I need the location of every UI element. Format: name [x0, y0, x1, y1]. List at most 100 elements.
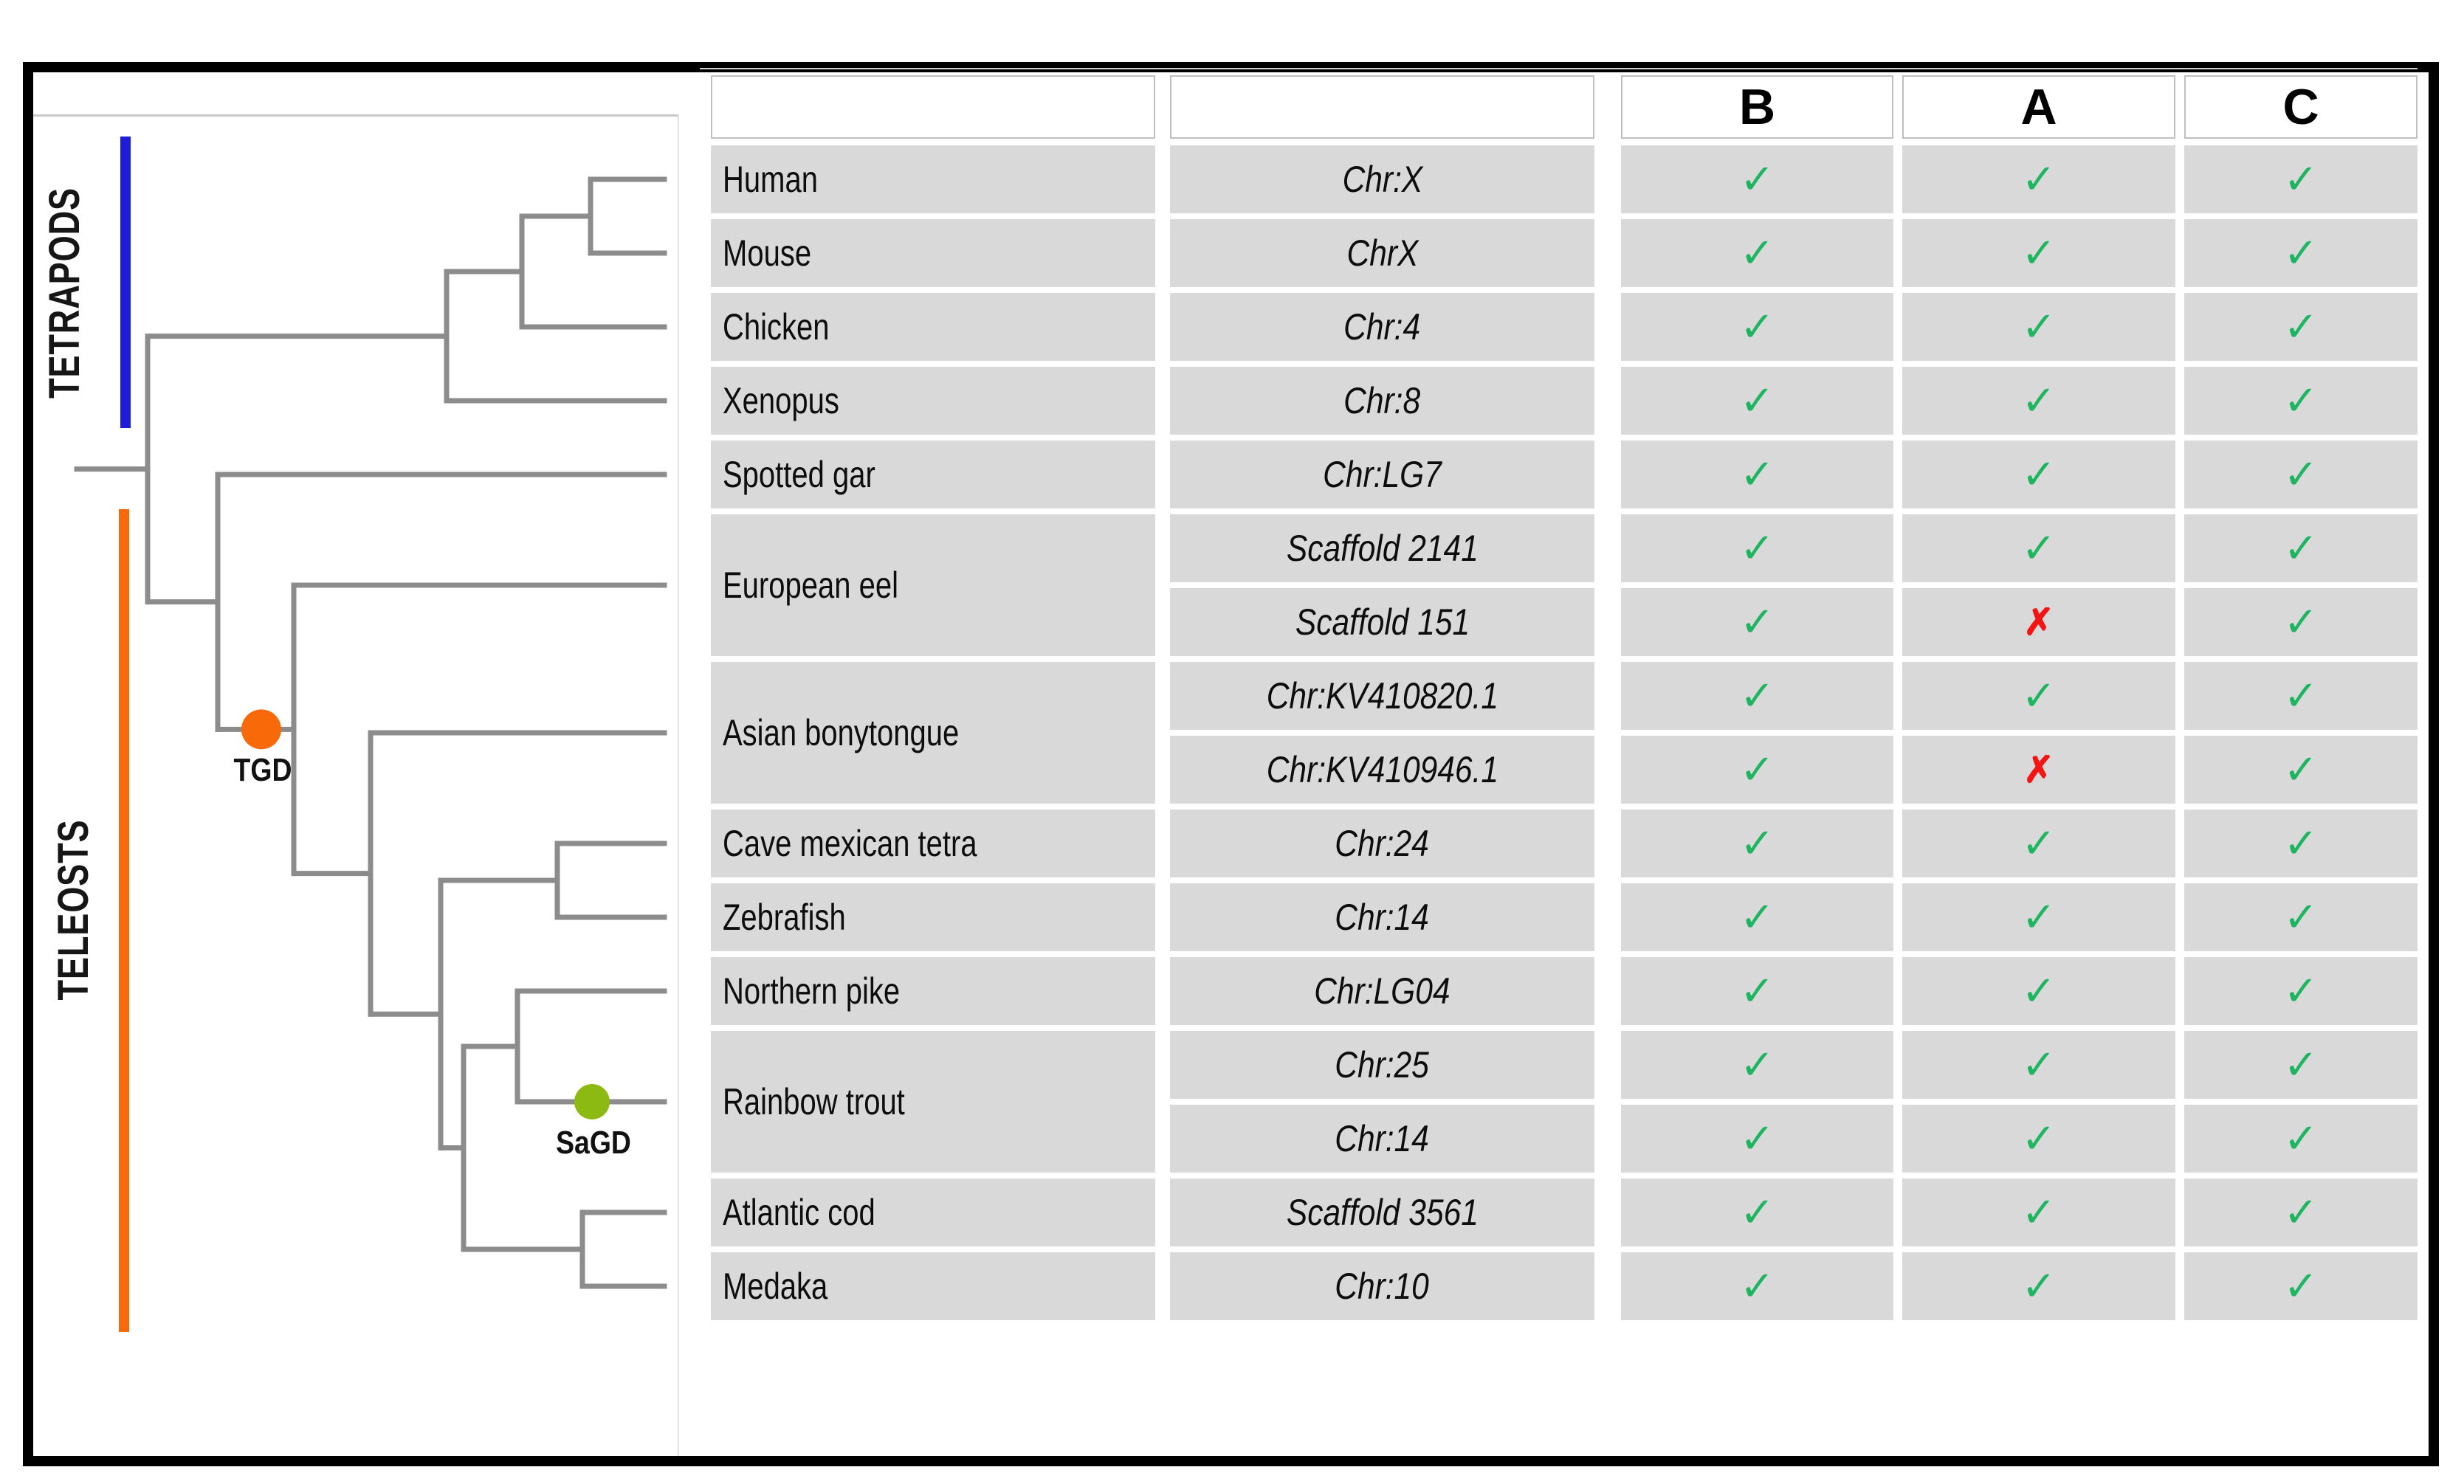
teleosts-clade-bar — [119, 509, 129, 1332]
location-cell: Chr:14 — [1170, 883, 1594, 951]
check-mark-cell: ✓ — [1902, 441, 2175, 508]
species-cell-text: Medaka — [723, 1266, 828, 1307]
check-mark-cell: ✓ — [2184, 883, 2417, 951]
check-mark-cell-text: ✓ — [2021, 229, 2057, 276]
check-mark-cell-text: ✓ — [2021, 820, 2057, 866]
species-cell: Spotted gar — [711, 441, 1155, 508]
location-cell-text: Chr:10 — [1335, 1266, 1430, 1307]
check-mark-cell-text: ✓ — [1740, 303, 1775, 350]
tree-panel-right-border — [678, 114, 679, 1456]
location-cell: Chr:LG04 — [1170, 957, 1594, 1025]
location-cell: Chr:24 — [1170, 810, 1594, 877]
sagd-label: SaGD — [556, 1125, 631, 1161]
check-mark-cell: ✓ — [1902, 1178, 2175, 1246]
check-mark-cell-text: ✓ — [2283, 746, 2319, 793]
check-mark-cell-text: ✓ — [2283, 1263, 2319, 1309]
check-mark-cell: ✓ — [1902, 367, 2175, 435]
header-mark-c-text: C — [2282, 79, 2319, 135]
location-cell: ChrX — [1170, 219, 1594, 287]
check-mark-cell: ✓ — [1621, 219, 1893, 287]
location-cell-text: Chr:14 — [1335, 897, 1430, 938]
location-cell: Chr:8 — [1170, 367, 1594, 435]
location-cell-text: Scaffold 2141 — [1286, 528, 1479, 569]
check-mark-cell-text: ✓ — [2283, 1115, 2319, 1162]
location-cell-text: Chr:KV410820.1 — [1266, 675, 1498, 717]
check-mark-cell: ✓ — [1621, 1252, 1893, 1320]
check-mark-cell-text: ✓ — [2021, 525, 2057, 571]
check-mark-cell: ✓ — [1621, 810, 1893, 877]
location-cell-text: Chr:25 — [1335, 1044, 1430, 1086]
check-mark-cell-text: ✓ — [1740, 156, 1775, 202]
header-mark-b: B — [1621, 75, 1893, 139]
location-cell-text: Chr:14 — [1335, 1118, 1430, 1159]
tgd-label: TGD — [233, 752, 292, 789]
location-cell: Chr:4 — [1170, 293, 1594, 361]
check-mark-cell-text: ✓ — [2283, 303, 2319, 350]
location-cell-text: Chr:LG04 — [1314, 970, 1450, 1012]
check-mark-cell: ✓ — [1902, 145, 2175, 213]
species-cell-text: Rainbow trout — [723, 1081, 905, 1122]
check-mark-cell: ✓ — [1621, 293, 1893, 361]
check-mark-cell-text: ✓ — [2283, 1189, 2319, 1235]
species-cell: Xenopus — [711, 367, 1155, 435]
check-mark-cell-text: ✓ — [1740, 1263, 1775, 1309]
table-top-border — [700, 68, 2417, 69]
check-mark-cell: ✓ — [2184, 588, 2417, 656]
location-cell-text: Chr:4 — [1343, 306, 1421, 348]
check-mark-cell-text: ✓ — [1740, 1189, 1775, 1235]
check-mark-cell: ✓ — [1621, 441, 1893, 508]
check-mark-cell-text: ✓ — [2021, 303, 2057, 350]
location-cell: Chr:14 — [1170, 1105, 1594, 1173]
check-mark-cell-text: ✓ — [1740, 672, 1775, 719]
location-cell: Chr:LG7 — [1170, 441, 1594, 508]
check-mark-cell-text: ✓ — [2021, 672, 2057, 719]
species-cell: Human — [711, 145, 1155, 213]
check-mark-cell: ✓ — [1621, 588, 1893, 656]
species-cell-text: Northern pike — [723, 970, 901, 1012]
location-cell-text: Chr:24 — [1335, 823, 1430, 864]
species-cell: Northern pike — [711, 957, 1155, 1025]
location-cell-text: ChrX — [1346, 232, 1418, 274]
check-mark-cell: ✓ — [1621, 1178, 1893, 1246]
check-mark-cell-text: ✓ — [2283, 820, 2319, 866]
check-mark-cell-text: ✓ — [1740, 229, 1775, 276]
header-mark-a: A — [1902, 75, 2175, 139]
cross-mark-cell: ✗ — [1902, 588, 2175, 656]
header-mark-c: C — [2184, 75, 2417, 139]
check-mark-cell: ✓ — [1621, 145, 1893, 213]
location-cell: Scaffold 151 — [1170, 588, 1594, 656]
check-mark-cell: ✓ — [2184, 145, 2417, 213]
check-mark-cell-text: ✓ — [2021, 1041, 2057, 1088]
check-mark-cell: ✓ — [2184, 441, 2417, 508]
check-mark-cell-text: ✓ — [1740, 894, 1775, 940]
location-cell-text: Scaffold 151 — [1295, 601, 1470, 643]
cross-mark-cell-text: ✗ — [2023, 601, 2054, 643]
check-mark-cell: ✓ — [2184, 662, 2417, 730]
check-mark-cell: ✓ — [2184, 736, 2417, 804]
check-mark-cell: ✓ — [2184, 957, 2417, 1025]
check-mark-cell: ✓ — [1621, 367, 1893, 435]
check-mark-cell: ✓ — [2184, 514, 2417, 582]
cross-mark-cell-text: ✗ — [2023, 749, 2054, 790]
check-mark-cell-text: ✓ — [2283, 451, 2319, 497]
check-mark-cell: ✓ — [1902, 1105, 2175, 1173]
species-cell-text: Mouse — [723, 232, 812, 274]
check-mark-cell: ✓ — [2184, 1252, 2417, 1320]
location-cell-text: Chr:X — [1342, 159, 1422, 200]
check-mark-cell: ✓ — [1902, 883, 2175, 951]
species-cell-text: Zebrafish — [723, 897, 846, 938]
species-cell-text: European eel — [723, 565, 898, 606]
check-mark-cell-text: ✓ — [1740, 598, 1775, 645]
species-cell: Mouse — [711, 219, 1155, 287]
check-mark-cell-text: ✓ — [2283, 672, 2319, 719]
check-mark-cell: ✓ — [1621, 1031, 1893, 1099]
tree-panel-top-border — [33, 114, 679, 117]
cross-mark-cell: ✗ — [1902, 736, 2175, 804]
header-mark-a-text: A — [2020, 79, 2057, 135]
check-mark-cell: ✓ — [1902, 957, 2175, 1025]
species-cell-text: Asian bonytongue — [723, 712, 960, 753]
check-mark-cell: ✓ — [2184, 219, 2417, 287]
check-mark-cell-text: ✓ — [1740, 377, 1775, 424]
check-mark-cell: ✓ — [2184, 1178, 2417, 1246]
